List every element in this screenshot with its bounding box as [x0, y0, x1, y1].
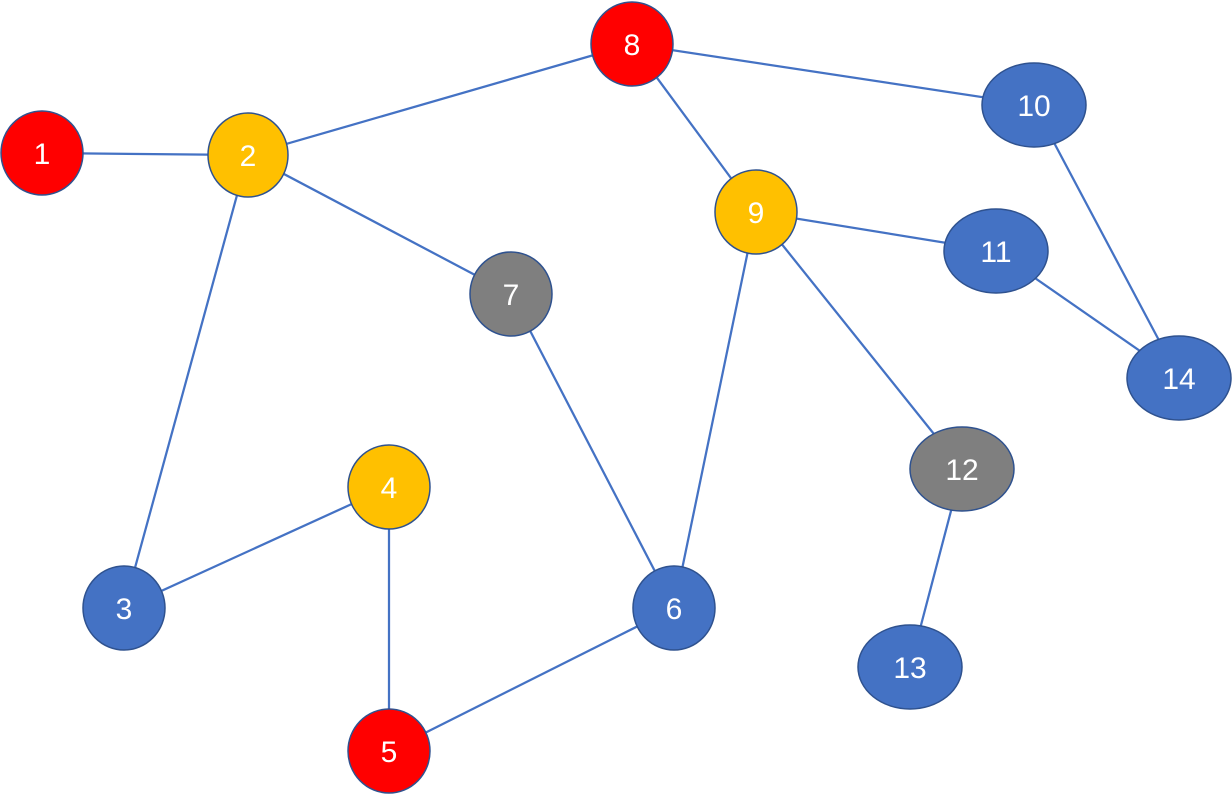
node-8-circle: [590, 1, 674, 87]
node-6-circle: [632, 565, 716, 651]
node-8: 8: [590, 1, 674, 87]
node-2: 2: [207, 112, 289, 198]
node-7: 7: [469, 251, 553, 337]
node-7-label: 7: [503, 279, 520, 312]
node-13-circle: [857, 624, 963, 710]
node-13-label: 13: [893, 652, 926, 685]
node-5-label: 5: [381, 736, 398, 769]
node-1-label: 1: [34, 138, 51, 171]
edge-8-10: [631, 42, 1035, 107]
node-3-label: 3: [116, 593, 133, 626]
node-8-label: 8: [624, 29, 641, 62]
node-3: 3: [82, 565, 166, 651]
node-11-label: 11: [980, 236, 1011, 269]
node-7-circle: [469, 251, 553, 337]
node-10-circle: [981, 62, 1087, 148]
node-9: 9: [714, 169, 798, 255]
node-11: 11: [943, 208, 1049, 294]
edge-2-8: [247, 42, 633, 157]
node-5-circle: [347, 708, 431, 794]
node-1-circle: [0, 110, 84, 196]
node-10-label: 10: [1017, 90, 1050, 123]
node-4: 4: [347, 444, 431, 530]
edge-10-14: [1033, 104, 1180, 379]
edge-6-9: [672, 211, 758, 609]
node-9-label: 9: [748, 197, 765, 230]
node-12-circle: [909, 426, 1015, 512]
node-1: 1: [0, 110, 84, 196]
node-2-label: 2: [240, 140, 257, 173]
node-4-circle: [347, 444, 431, 530]
node-6-label: 6: [666, 593, 683, 626]
node-4-label: 4: [381, 472, 398, 505]
node-12-label: 12: [945, 454, 978, 487]
node-14: 14: [1126, 335, 1232, 421]
node-12: 12: [909, 426, 1015, 512]
node-9-circle: [714, 169, 798, 255]
edge-5-6: [388, 606, 675, 753]
edge-6-7: [510, 293, 675, 609]
node-3-circle: [82, 565, 166, 651]
node-13: 13: [857, 624, 963, 710]
node-14-label: 14: [1162, 363, 1195, 396]
node-2-circle: [207, 112, 289, 198]
edge-2-7: [247, 154, 512, 295]
edge-3-4: [123, 485, 390, 610]
edge-9-12: [755, 211, 963, 470]
node-5: 5: [347, 708, 431, 794]
node-14-circle: [1126, 335, 1232, 421]
node-6: 6: [632, 565, 716, 651]
node-10: 10: [981, 62, 1087, 148]
edge-2-3: [122, 154, 250, 609]
node-11-circle: [943, 208, 1049, 294]
